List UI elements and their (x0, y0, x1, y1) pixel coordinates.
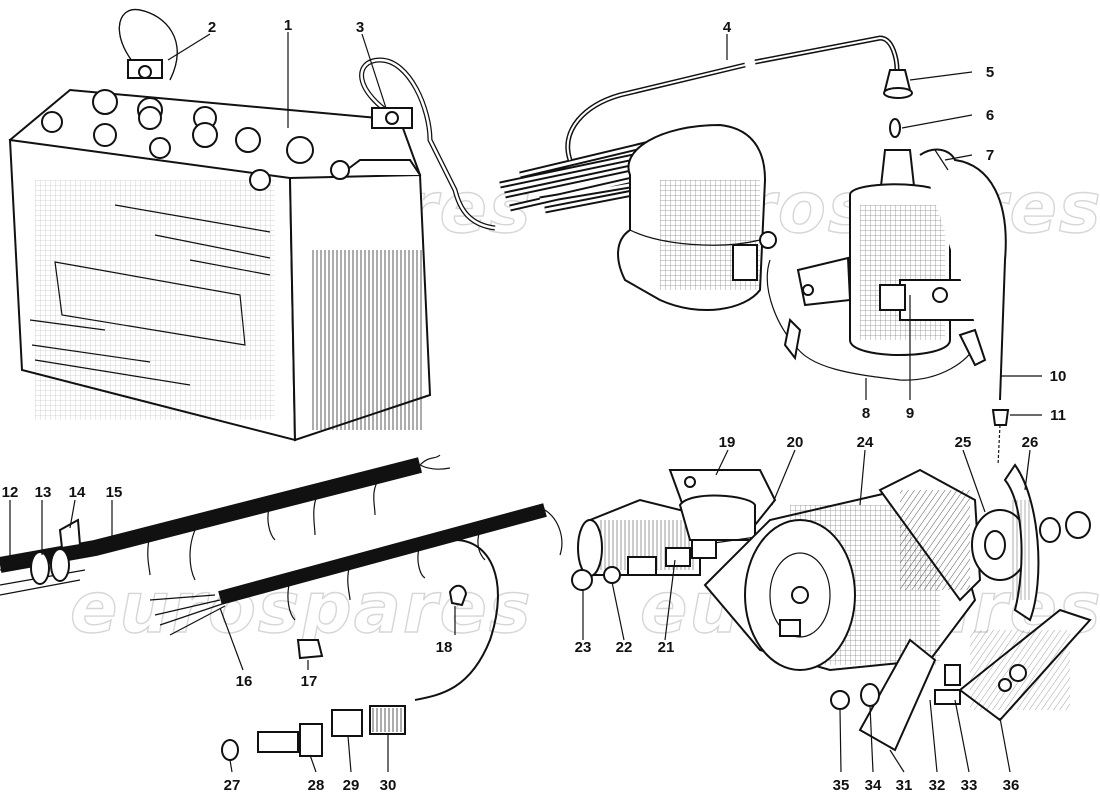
callout-11: 11 (1050, 407, 1066, 424)
callout-24: 24 (857, 434, 874, 451)
generator-pulley (971, 463, 1040, 622)
callout-5: 5 (986, 64, 994, 81)
callout-3: 3 (356, 19, 364, 36)
callout-16: 16 (236, 673, 253, 690)
starter-fasteners (571, 539, 717, 591)
callout-22: 22 (616, 639, 633, 656)
adjusting-strap (858, 608, 1092, 752)
mounting-fasteners (830, 664, 961, 710)
wiring-loom-16 (149, 503, 563, 701)
callout-30: 30 (380, 777, 397, 794)
battery-cable-3 (359, 57, 496, 231)
callout-labels: 1 2 3 4 5 6 7 8 9 10 11 12 13 14 15 16 1… (2, 17, 1067, 794)
terminal-nut (296, 639, 324, 660)
distributor-cap (617, 123, 777, 311)
callout-27: 27 (224, 777, 241, 794)
callout-9: 9 (906, 405, 914, 422)
leader-lines (9, 32, 1042, 773)
callout-7: 7 (986, 147, 994, 164)
callout-12: 12 (2, 484, 19, 501)
callout-2: 2 (208, 19, 216, 36)
generator (703, 468, 982, 672)
callout-6: 6 (986, 107, 994, 124)
callout-21: 21 (658, 639, 675, 656)
coil-lead-4 (565, 35, 900, 161)
callout-35: 35 (833, 777, 850, 794)
sender-unit (221, 705, 406, 761)
callout-36: 36 (1003, 777, 1020, 794)
callout-20: 20 (787, 434, 804, 451)
callout-29: 29 (343, 777, 360, 794)
callout-33: 33 (961, 777, 978, 794)
callout-26: 26 (1022, 434, 1039, 451)
coil-boot (883, 69, 912, 91)
callout-19: 19 (719, 434, 736, 451)
callout-17: 17 (301, 673, 318, 690)
battery-cable-2 (118, 8, 178, 81)
callout-28: 28 (308, 777, 325, 794)
callout-18: 18 (436, 639, 453, 656)
pulley-nut-washer (1039, 511, 1091, 543)
callout-15: 15 (106, 484, 123, 501)
callout-23: 23 (575, 639, 592, 656)
starter-solenoid (577, 469, 777, 577)
callout-1: 1 (284, 17, 292, 34)
wiring-loom-15 (0, 454, 451, 596)
ht-leads (499, 128, 721, 214)
battery (8, 88, 432, 442)
callout-10: 10 (1050, 368, 1067, 385)
coil-washer (889, 118, 901, 138)
callout-4: 4 (723, 19, 732, 36)
callout-25: 25 (955, 434, 972, 451)
coil-leads (766, 148, 1010, 466)
terminal-sleeve (448, 584, 468, 607)
callout-32: 32 (929, 777, 946, 794)
callout-31: 31 (896, 777, 913, 794)
coil-boot-base (883, 87, 913, 99)
callout-34: 34 (865, 777, 882, 794)
callout-8: 8 (862, 405, 870, 422)
callout-14: 14 (69, 484, 86, 501)
callout-13: 13 (35, 484, 52, 501)
ignition-coil (796, 149, 981, 356)
